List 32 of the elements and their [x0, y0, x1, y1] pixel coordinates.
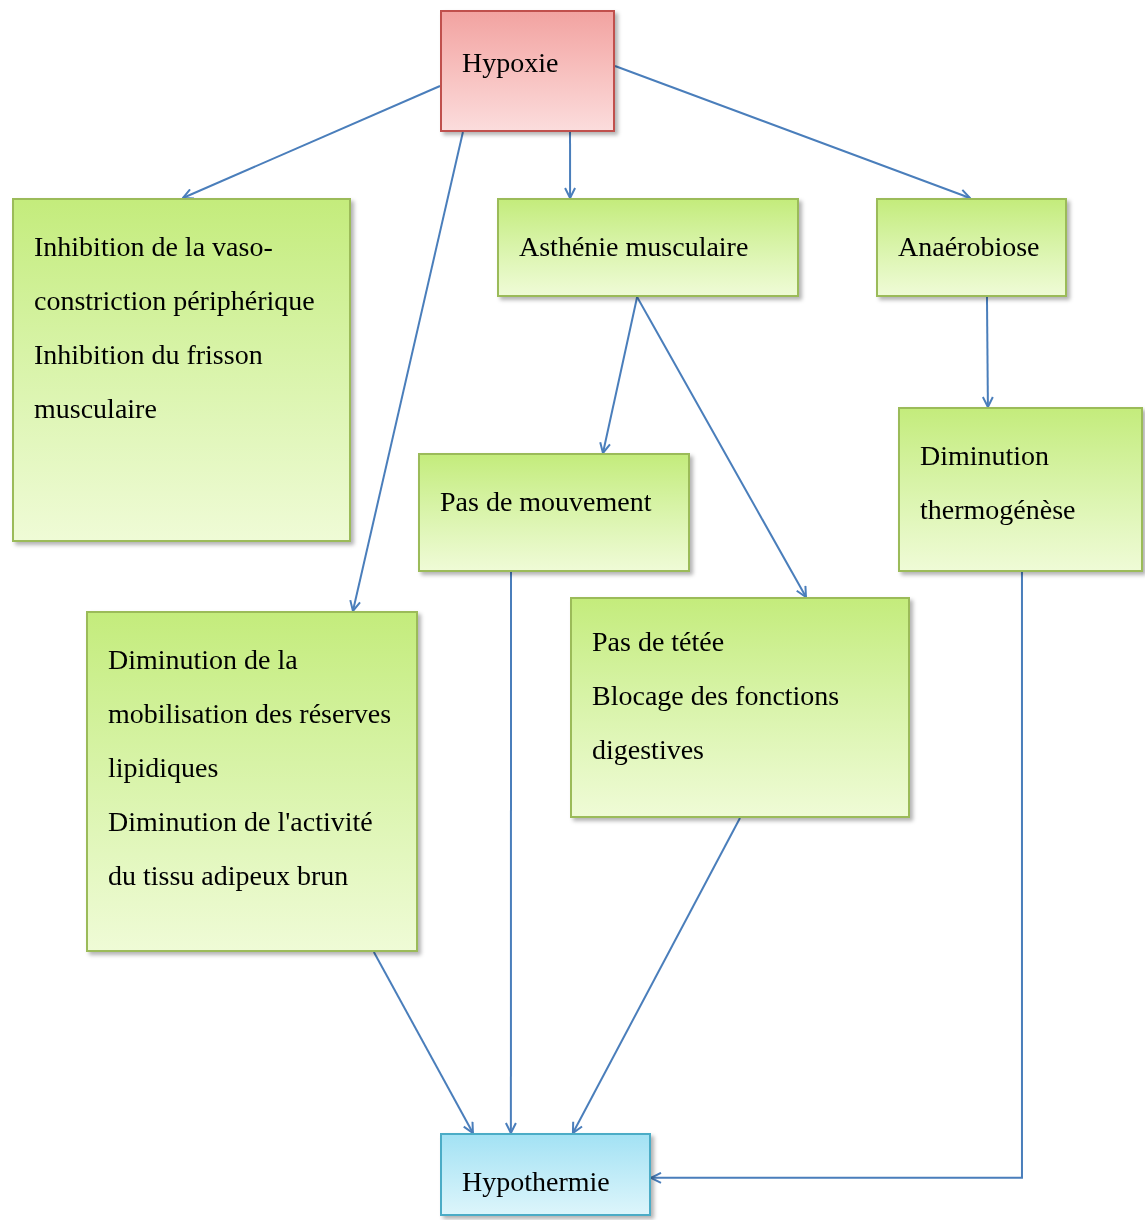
box-text: Diminution thermogénèse — [920, 439, 1077, 527]
arrow — [636, 296, 807, 598]
process-box — [570, 597, 910, 818]
process-box — [86, 611, 418, 952]
box-text: Hypoxie — [462, 46, 560, 80]
box-text: Pas de mouvement — [440, 485, 653, 519]
box-text: Blocage des fonctions digestives — [592, 679, 841, 767]
arrow — [571, 817, 741, 1134]
box-text: Pas de tétée — [592, 625, 726, 659]
process-box — [876, 198, 1067, 297]
process-box — [898, 407, 1143, 572]
arrow — [650, 571, 1023, 1184]
process-box — [418, 453, 690, 572]
box-text: Asthénie musculaire — [519, 230, 750, 264]
box-text: Inhibition de la vaso-constriction périphérique — [34, 230, 316, 318]
box-text: Hypothermie — [462, 1165, 611, 1199]
arrow — [504, 571, 517, 1134]
process-box — [440, 1133, 651, 1216]
process-box — [12, 198, 351, 542]
box-text: Diminution de la mobilisation des réserves lipidiques — [108, 643, 393, 785]
arrow — [614, 65, 971, 201]
arrow — [981, 296, 994, 408]
arrow — [372, 951, 474, 1134]
process-box — [440, 10, 615, 132]
arrow — [564, 131, 577, 199]
box-text: Diminution de l'activité du tissu adipeux brun — [108, 805, 374, 893]
arrow — [599, 296, 639, 454]
process-box — [497, 198, 799, 297]
box-text: Inhibition du frisson musculaire — [34, 338, 264, 426]
arrow — [181, 85, 441, 200]
arrow — [349, 131, 464, 612]
box-text: Anaérobiose — [898, 230, 1041, 264]
